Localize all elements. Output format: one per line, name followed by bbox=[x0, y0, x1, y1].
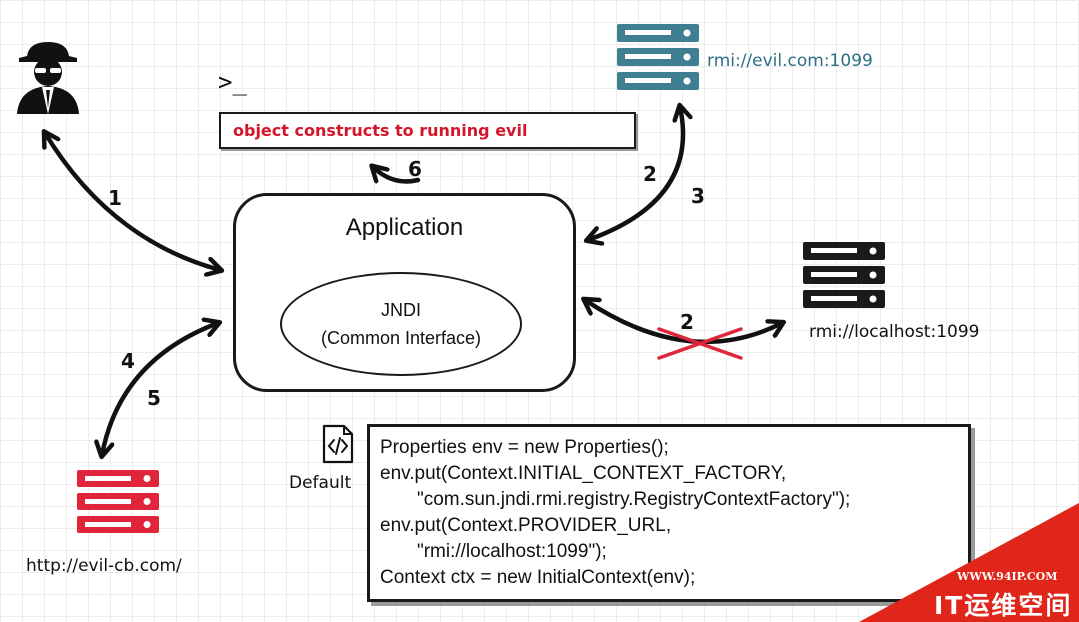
step-number-6: 6 bbox=[408, 157, 422, 181]
watermark-text: IT运维空间 bbox=[934, 591, 1073, 620]
terminal-message-box: object constructs to running evil bbox=[219, 112, 636, 149]
jndi-subtitle: (Common Interface) bbox=[320, 328, 482, 348]
default-label: Default bbox=[289, 473, 352, 493]
application-box: Application JNDI (Common Interface) bbox=[233, 193, 576, 392]
arrow-evil-http-app bbox=[102, 323, 218, 455]
arrow-hacker-app bbox=[45, 133, 220, 270]
code-line: "com.sun.jndi.rmi.registry.RegistryConte… bbox=[380, 489, 851, 510]
step-number-3: 3 bbox=[691, 184, 705, 208]
terminal-prompt: >_ bbox=[218, 68, 247, 96]
step-number-2-evil: 2 bbox=[643, 162, 657, 186]
jndi-title: JNDI bbox=[381, 300, 421, 320]
blocked-cross bbox=[657, 327, 743, 360]
step-number-1: 1 bbox=[108, 186, 122, 210]
step-number-2-local: 2 bbox=[680, 310, 694, 334]
arrow-app-terminal bbox=[373, 167, 421, 184]
code-snippet-box: Properties env = new Properties(); env.p… bbox=[367, 424, 971, 602]
evil-rmi-label: rmi://evil.com:1099 bbox=[707, 51, 873, 71]
local-rmi-label: rmi://localhost:1099 bbox=[809, 322, 980, 342]
code-line: Context ctx = new InitialContext(env); bbox=[380, 567, 696, 588]
step-number-4: 4 bbox=[121, 349, 135, 373]
server-icon-evil-http bbox=[77, 470, 159, 533]
code-line: Properties env = new Properties(); bbox=[380, 437, 669, 458]
server-icon-evil-rmi bbox=[617, 24, 699, 90]
code-line: env.put(Context.PROVIDER_URL, bbox=[380, 515, 672, 536]
step-number-5: 5 bbox=[147, 386, 161, 410]
code-line: "rmi://localhost:1099"); bbox=[380, 541, 607, 562]
code-file-icon bbox=[322, 424, 354, 464]
code-line: env.put(Context.INITIAL_CONTEXT_FACTORY, bbox=[380, 463, 787, 484]
jndi-ellipse: JNDI (Common Interface) bbox=[280, 272, 522, 376]
evil-http-label: http://evil-cb.com/ bbox=[26, 556, 182, 576]
hacker-icon bbox=[17, 42, 79, 114]
arrow-evil-rmi-app bbox=[588, 107, 683, 240]
watermark-url: WWW.94IP.COM bbox=[957, 570, 1058, 583]
server-icon-local-rmi bbox=[803, 242, 885, 308]
application-title: Application bbox=[345, 214, 464, 241]
